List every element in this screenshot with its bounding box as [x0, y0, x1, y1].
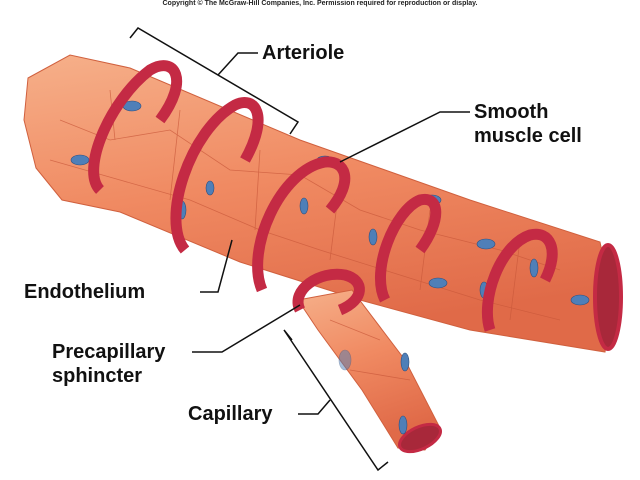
- label-capillary: Capillary: [188, 403, 273, 425]
- capillary-leader: [298, 399, 331, 415]
- copyright-notice: Copyright © The McGraw-Hill Companies, I…: [162, 0, 478, 7]
- arteriole-opening: [593, 243, 623, 351]
- precapillary-sphincter-ring: [292, 268, 365, 316]
- label-smooth-muscle-line1: Smooth: [474, 101, 549, 123]
- capillary-tube: [297, 289, 441, 451]
- label-smooth-muscle-line2: muscle cell: [474, 125, 582, 147]
- capillary-bracket: [283, 329, 389, 472]
- leader-lines: [129, 27, 470, 472]
- label-precapillary-line1: Precapillary: [52, 341, 166, 363]
- label-precapillary-line2: sphincter: [52, 365, 143, 387]
- smooth-muscle-leader: [339, 111, 470, 163]
- label-endothelium: Endothelium: [24, 281, 146, 303]
- arteriole-leader: [217, 52, 258, 76]
- endothelium-leader: [200, 239, 233, 293]
- cell-nuclei: [70, 100, 590, 435]
- capillary-opening: [398, 422, 442, 454]
- smooth-muscle-rings: [88, 60, 558, 332]
- arteriole-tube: [23, 54, 613, 353]
- label-arteriole: Arteriole: [262, 42, 345, 64]
- precapillary-leader: [192, 304, 301, 353]
